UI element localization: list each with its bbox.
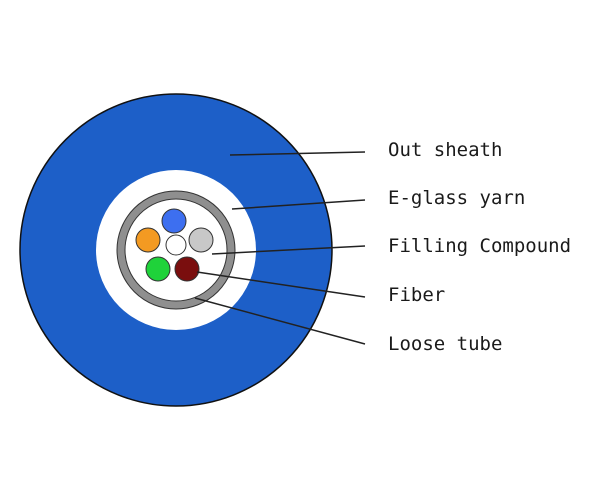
label-e-glass-yarn: E-glass yarn bbox=[388, 187, 526, 209]
orange-fiber bbox=[135, 227, 161, 253]
gray-fiber bbox=[188, 227, 214, 253]
leader-line-fiber bbox=[196, 271, 366, 298]
white-fiber bbox=[165, 234, 187, 256]
label-loose-tube: Loose tube bbox=[388, 333, 503, 355]
leader-line-e-glass-yarn bbox=[231, 199, 366, 210]
leader-line-loose-tube bbox=[194, 297, 366, 345]
label-filling-compound: Filling Compound bbox=[388, 235, 572, 257]
green-fiber bbox=[145, 256, 171, 282]
label-out-sheath: Out sheath bbox=[388, 139, 503, 161]
leader-line-out-sheath bbox=[229, 151, 366, 156]
blue-fiber bbox=[161, 208, 187, 234]
brown-fiber bbox=[174, 256, 200, 282]
leader-line-filling-compound bbox=[211, 245, 366, 255]
label-fiber: Fiber bbox=[388, 284, 446, 306]
